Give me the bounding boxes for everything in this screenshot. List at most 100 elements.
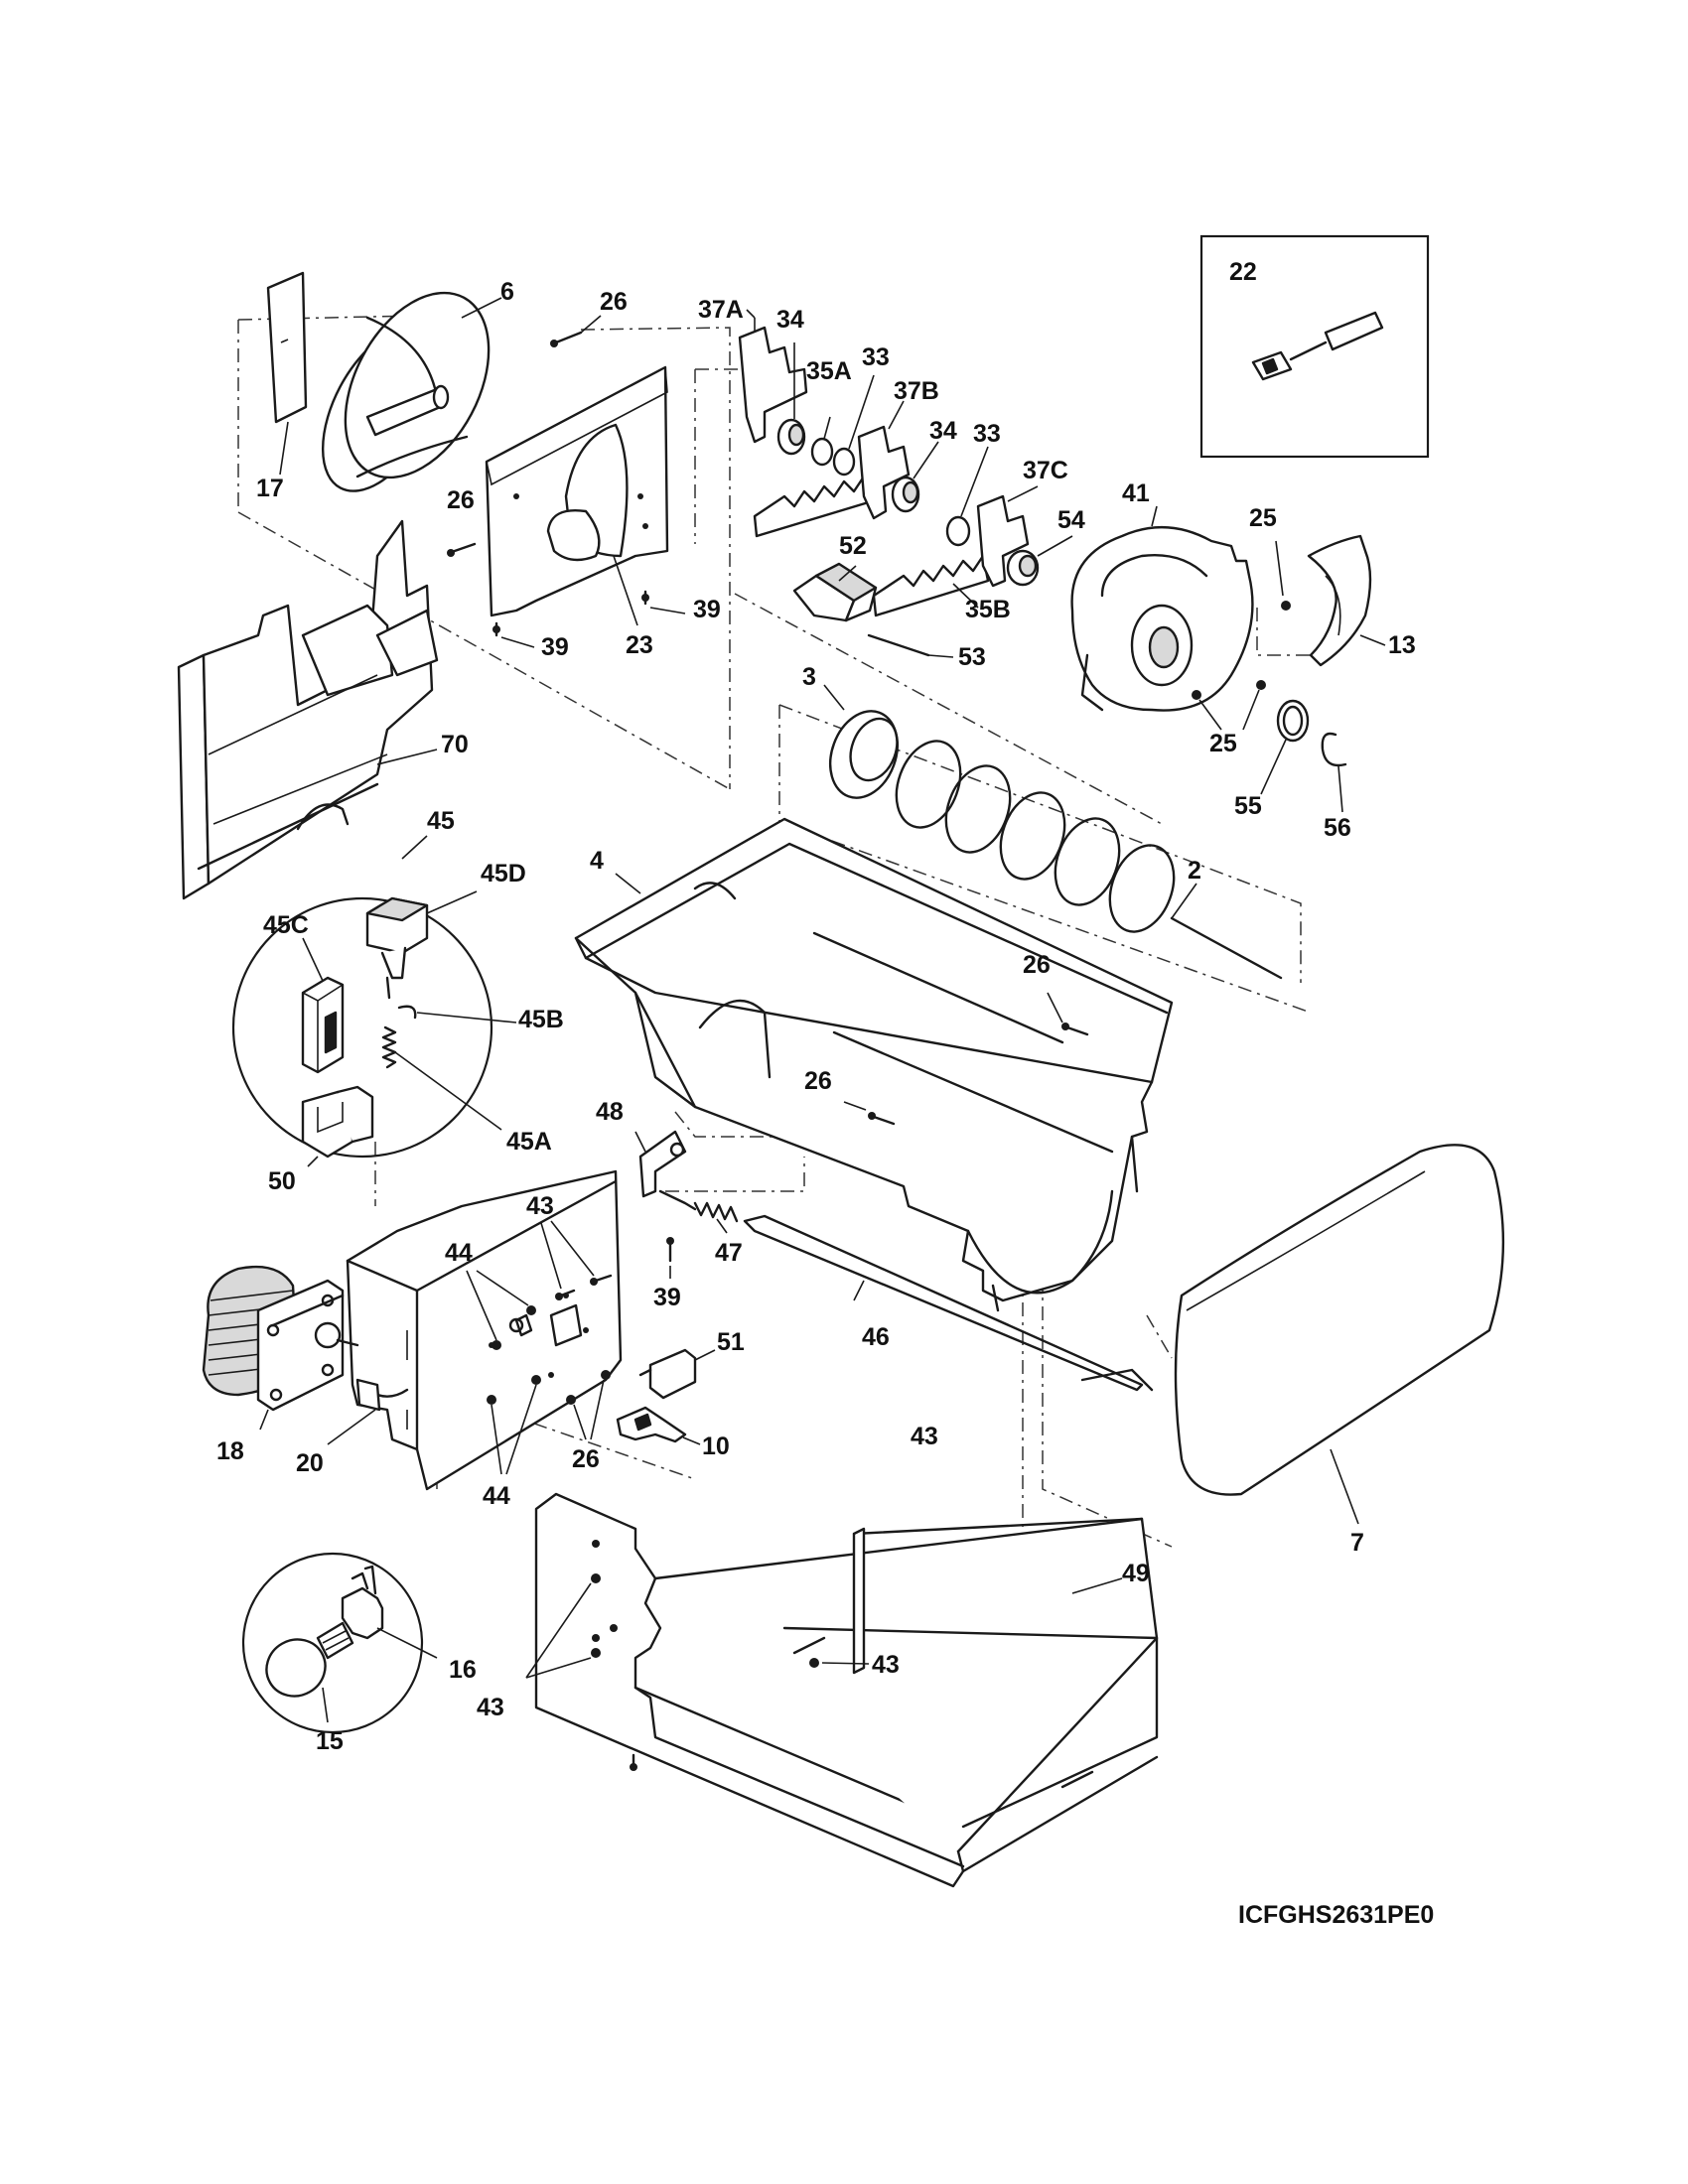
part-3-bearing <box>823 684 899 799</box>
label-15: 15 <box>316 1727 344 1755</box>
part-26-screw-mid <box>447 542 477 557</box>
label-50: 50 <box>268 1167 296 1195</box>
part-41-motor-cover <box>1070 505 1254 712</box>
label-37b: 37B <box>894 377 939 405</box>
part-37b-gear-plate <box>857 400 911 520</box>
label-45a: 45A <box>506 1128 552 1156</box>
part-39-screw-right <box>641 590 686 614</box>
part-44-screw-b <box>487 1375 541 1475</box>
part-52-block <box>792 562 878 622</box>
label-33: 33 <box>862 343 890 371</box>
label-39: 39 <box>653 1284 681 1311</box>
part-56-clip <box>1321 732 1347 813</box>
part-26-screw-bracket-front <box>566 1370 611 1440</box>
part-25-screw-bottom <box>1192 680 1266 731</box>
label-51: 51 <box>717 1328 745 1356</box>
label-2: 2 <box>1188 857 1201 885</box>
label-49: 49 <box>1122 1560 1150 1587</box>
part-49-tray <box>534 1492 1159 1888</box>
label-43: 43 <box>872 1651 900 1679</box>
part-23-mounting-plate <box>485 365 669 626</box>
part-45-detail-circle <box>231 835 493 1159</box>
label-43: 43 <box>477 1694 504 1721</box>
part-33-washer-a <box>810 416 834 467</box>
label-52: 52 <box>839 532 867 560</box>
part-34-bushing-b <box>891 441 939 513</box>
label-26: 26 <box>600 288 628 316</box>
part-13-shield <box>1307 534 1386 667</box>
part-51-connector <box>638 1348 716 1400</box>
part-17-decal-strip <box>266 271 308 476</box>
label-43: 43 <box>911 1423 938 1450</box>
label-54: 54 <box>1057 506 1085 534</box>
label-26: 26 <box>1023 951 1051 979</box>
label-45c: 45C <box>263 911 309 939</box>
label-46: 46 <box>862 1323 890 1351</box>
label-39: 39 <box>541 633 569 661</box>
part-45b-clip <box>397 1005 517 1024</box>
part-15-bulb <box>265 1621 354 1723</box>
label-22: 22 <box>1229 258 1257 286</box>
label-39: 39 <box>693 596 721 623</box>
label-26: 26 <box>572 1445 600 1473</box>
part-34-bushing-a <box>776 342 806 456</box>
label-25: 25 <box>1249 504 1277 532</box>
part-26-screw-top <box>550 315 602 347</box>
part-48-bracket <box>634 1130 687 1198</box>
part-47-spring <box>658 1189 739 1234</box>
label-37c: 37C <box>1023 457 1068 484</box>
label-37a: 37A <box>698 296 744 324</box>
label-20: 20 <box>296 1449 324 1477</box>
label-53: 53 <box>958 643 986 671</box>
part-10-clip <box>616 1406 701 1445</box>
part-43-screw-tray-left <box>525 1573 601 1679</box>
label-44: 44 <box>445 1239 473 1267</box>
label-4: 4 <box>590 847 604 875</box>
label-23: 23 <box>626 631 653 659</box>
part-4-ice-bucket <box>574 817 1174 1312</box>
part-45c-housing <box>301 937 345 1074</box>
label-34: 34 <box>929 417 957 445</box>
part-39-screw-left <box>492 621 535 648</box>
label-41: 41 <box>1122 479 1150 507</box>
label-35b: 35B <box>965 596 1011 623</box>
part-45a-spring <box>381 1025 502 1131</box>
part-2-auger-coil <box>895 740 1283 980</box>
part-53-pin <box>867 633 954 658</box>
label-17: 17 <box>256 475 284 502</box>
part-39-screw-lower <box>666 1237 674 1279</box>
part-20-motor-bracket <box>327 1169 623 1491</box>
light-detail-circle <box>241 1552 424 1734</box>
label-25: 25 <box>1209 730 1237 757</box>
label-56: 56 <box>1324 814 1351 842</box>
part-43-screw-tray-center <box>809 1658 870 1668</box>
part-35a-rack <box>753 475 874 538</box>
part-46-rod <box>743 1214 1154 1392</box>
label-34: 34 <box>776 306 804 334</box>
part-50-bracket <box>301 1085 374 1167</box>
part-35b-rack <box>872 554 990 617</box>
part-18-motor <box>202 1265 359 1431</box>
label-45d: 45D <box>481 860 526 887</box>
label-35a: 35A <box>806 357 852 385</box>
label-7: 7 <box>1350 1529 1364 1557</box>
part-70-housing-bracket <box>177 519 439 900</box>
part-54-bushing <box>1006 535 1073 587</box>
label-6: 6 <box>500 278 514 306</box>
part-26-screw-bucket-right <box>1047 992 1089 1036</box>
part-25-screw-top <box>1275 540 1291 611</box>
part-labels: 22 6 26 37A 34 35A 33 37B 34 33 37C 41 5… <box>216 258 1434 1929</box>
label-10: 10 <box>702 1433 730 1460</box>
part-22-inset <box>1199 234 1430 459</box>
label-3: 3 <box>802 663 816 691</box>
part-43-screw-bracket-b <box>540 1222 576 1300</box>
part-26-screw-bucket-mid <box>843 1101 896 1126</box>
part-7-cover <box>1174 1144 1505 1525</box>
part-55-ring <box>1260 699 1310 795</box>
part-6-auger-drum <box>321 291 502 492</box>
label-16: 16 <box>449 1656 477 1684</box>
label-45b: 45B <box>518 1006 564 1033</box>
label-45: 45 <box>427 807 455 835</box>
part-33-washer-b <box>832 374 875 477</box>
